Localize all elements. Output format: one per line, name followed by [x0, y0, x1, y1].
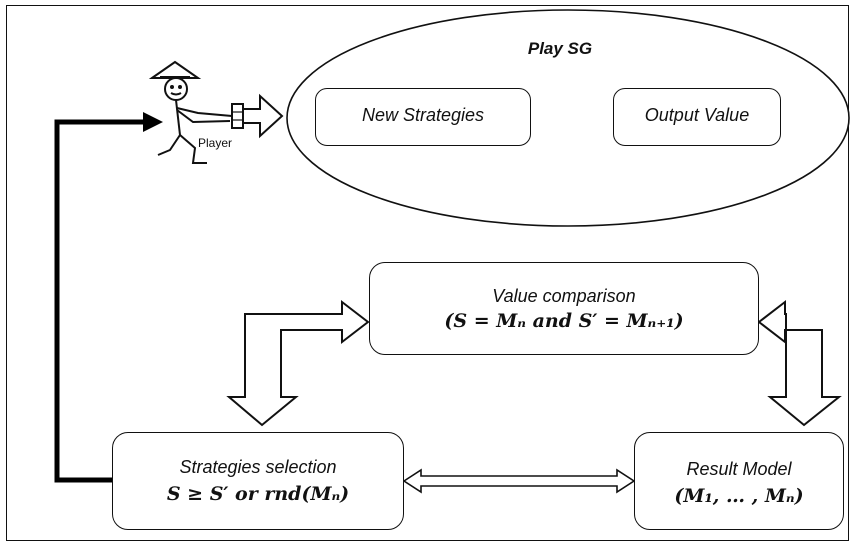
- player-figure: [148, 60, 233, 164]
- result-model-formula: (M₁, … , Mₙ): [674, 485, 804, 507]
- value-comparison-title: Value comparison: [492, 286, 636, 306]
- feedback-arrow-line: [54, 119, 145, 483]
- result-model-box: Result Model (M₁, … , Mₙ): [634, 432, 844, 530]
- strategies-selection-title: Strategies selection: [179, 457, 337, 477]
- result-model-title: Result Model: [686, 459, 792, 479]
- player-to-playsg-arrow: [242, 93, 284, 139]
- vc-ss-double-arrow: [226, 299, 370, 427]
- output-value-label: Output Value: [644, 105, 750, 125]
- push-handle: [231, 103, 244, 129]
- play-sg-ellipse: [286, 9, 850, 227]
- strategies-selection-formula: S ≥ S′ or rnd(Mₙ): [166, 483, 350, 505]
- feedback-arrow-head: [143, 112, 163, 132]
- value-comparison-box: Value comparison (S = Mₙ and S′ = Mₙ₊₁): [369, 262, 759, 355]
- new-strategies-label: New Strategies: [361, 105, 485, 125]
- new-strategies-box: New Strategies: [315, 88, 531, 146]
- diagram-frame: [6, 5, 849, 541]
- output-value-box: Output Value: [613, 88, 781, 146]
- play-sg-title: Play SG: [527, 39, 593, 58]
- vc-rm-double-arrow: [757, 299, 842, 427]
- value-comparison-formula: (S = Mₙ and S′ = Mₙ₊₁): [444, 310, 684, 332]
- ss-rm-double-arrow: [402, 468, 636, 494]
- player-label: Player: [198, 136, 233, 150]
- strategies-selection-box: Strategies selection S ≥ S′ or rnd(Mₙ): [112, 432, 404, 530]
